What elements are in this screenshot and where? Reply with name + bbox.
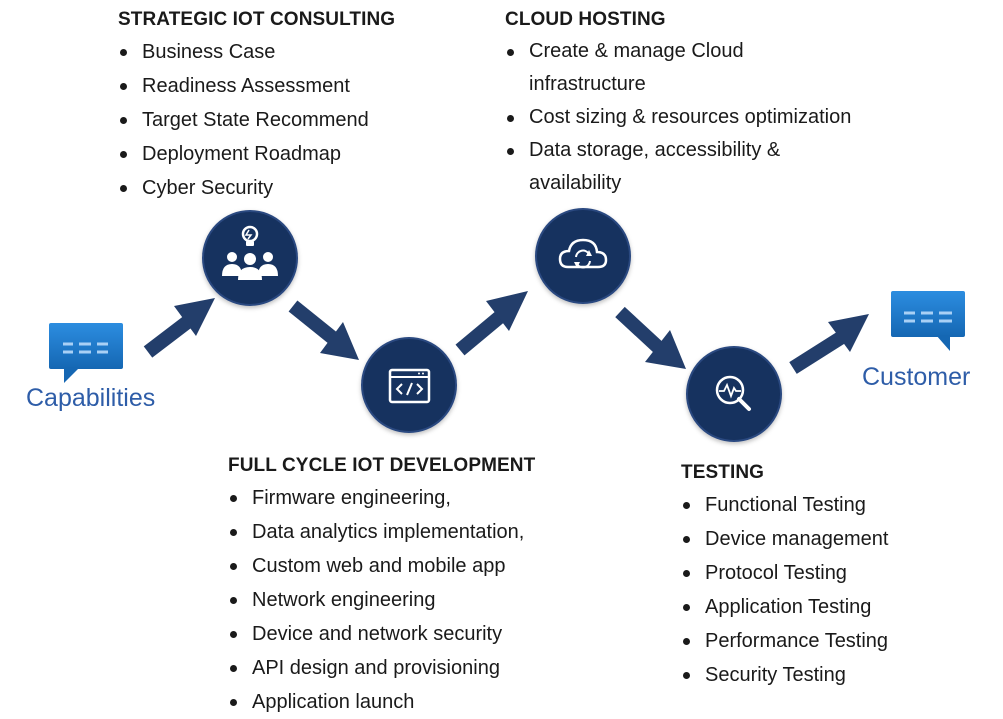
chat-bubble-icon xyxy=(63,342,108,354)
cloud-hosting-section: CLOUD HOSTING Create & manage Cloud infr… xyxy=(505,9,939,200)
list-item: Protocol Testing xyxy=(681,556,888,590)
list-item: Data analytics implementation, xyxy=(228,515,535,549)
section-title: TESTING xyxy=(681,462,765,483)
flow-arrow-cloud-to-testing xyxy=(615,306,686,369)
section-title: CLOUD HOSTING xyxy=(505,9,666,30)
list-item: Application launch xyxy=(228,685,535,719)
list-item: Cyber Security xyxy=(118,171,395,205)
end-label: Customer xyxy=(862,363,971,391)
node-full-cycle-development xyxy=(361,337,457,433)
start-bubble xyxy=(49,323,123,383)
bullet-list: Firmware engineering, Data analytics imp… xyxy=(228,481,535,719)
start-label: Capabilities xyxy=(26,384,156,412)
list-item: Cost sizing & resources optimization xyxy=(505,101,939,134)
list-item: Performance Testing xyxy=(681,624,888,658)
list-item: Functional Testing xyxy=(681,488,888,522)
team-idea-icon xyxy=(222,225,278,280)
list-item: Device management xyxy=(681,522,888,556)
section-title: FULL CYCLE IOT DEVELOPMENT xyxy=(228,455,536,476)
bullet-list: Functional Testing Device management Pro… xyxy=(681,488,888,692)
full-cycle-development-section: FULL CYCLE IOT DEVELOPMENT Firmware engi… xyxy=(228,455,535,719)
flow-arrow-start-to-strategic xyxy=(143,298,215,358)
list-item: Deployment Roadmap xyxy=(118,137,395,171)
testing-section: TESTING Functional Testing Device manage… xyxy=(681,462,888,692)
flow-arrow-testing-to-end xyxy=(789,314,869,374)
flow-arrow-development-to-cloud xyxy=(455,291,528,356)
list-item: Target State Recommend xyxy=(118,103,395,137)
list-item: Application Testing xyxy=(681,590,888,624)
flow-arrow-strategic-to-development xyxy=(288,300,359,360)
list-item: API design and provisioning xyxy=(228,651,535,685)
list-item: Readiness Assessment xyxy=(118,69,395,103)
strategic-consulting-section: STRATEGIC IOT CONSULTING Business Case R… xyxy=(118,9,395,205)
list-item: Business Case xyxy=(118,35,395,69)
end-bubble xyxy=(891,291,965,351)
list-item: Network engineering xyxy=(228,583,535,617)
code-window-icon xyxy=(388,368,431,404)
node-testing xyxy=(686,346,782,442)
list-item: Create & manage Cloud infrastructure xyxy=(505,35,789,101)
list-item: Firmware engineering, xyxy=(228,481,535,515)
cloud-sync-icon xyxy=(558,238,608,269)
list-item: Custom web and mobile app xyxy=(228,549,535,583)
section-title: STRATEGIC IOT CONSULTING xyxy=(118,9,396,30)
list-item: Data storage, accessibility & availabili… xyxy=(505,134,839,200)
bullet-list: Create & manage Cloud infrastructure Cos… xyxy=(505,35,939,200)
bullet-list: Business Case Readiness Assessment Targe… xyxy=(118,35,395,205)
list-item: Security Testing xyxy=(681,658,888,692)
list-item: Device and network security xyxy=(228,617,535,651)
chat-bubble-icon xyxy=(904,311,952,323)
node-cloud-hosting xyxy=(535,208,631,304)
magnifier-pulse-icon xyxy=(715,375,751,411)
